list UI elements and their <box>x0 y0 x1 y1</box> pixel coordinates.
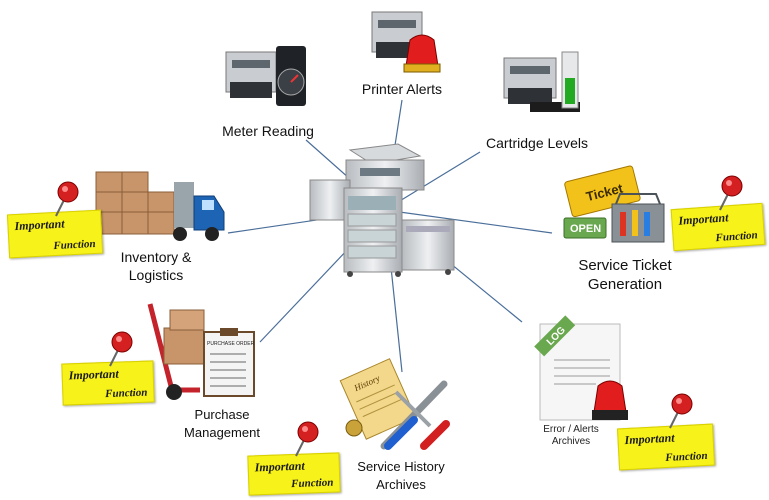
meter-printer-icon <box>225 46 306 106</box>
inventory-label: Inventory & Logistics <box>106 248 206 284</box>
meter-reading-label: Meter Reading <box>222 123 314 139</box>
service-history-label: Service History Archives <box>346 458 456 494</box>
history-scroll-tools-icon: History <box>339 358 450 450</box>
note-line2: Function <box>665 449 708 465</box>
service-history-label-line2: Archives <box>376 477 426 492</box>
service-history-node: History <box>326 358 456 452</box>
note-line2: Function <box>104 386 148 401</box>
cartridge-levels-node <box>500 48 586 118</box>
purchase-label: Purchase Management <box>172 406 272 442</box>
log-document-alarm-icon: LOG <box>534 315 628 421</box>
inventory-label-line1: Inventory & <box>120 249 192 265</box>
delivery-truck-icon <box>95 171 225 241</box>
printer-alerts-label: Printer Alerts <box>361 81 443 97</box>
push-pin-icon <box>669 393 693 429</box>
open-sign-text: OPEN <box>570 223 601 235</box>
purchase-node: PURCHASE ORDER <box>142 298 260 402</box>
error-archives-label-line2: Archives <box>551 436 591 447</box>
printer-alerts-node <box>366 4 442 76</box>
ticket-toolbox-icon: Ticket OPEN <box>563 165 665 243</box>
service-ticket-node: Ticket OPEN <box>560 164 668 248</box>
copier-icon <box>309 143 455 277</box>
error-archives-node: LOG <box>534 315 632 424</box>
note-line2: Function <box>53 237 96 253</box>
cartridge-printer-icon <box>503 51 580 112</box>
service-ticket-label-line2: Generation <box>587 276 663 293</box>
push-pin-icon <box>55 181 79 217</box>
note-line1: Important <box>254 458 305 475</box>
connector-service-ticket <box>384 209 553 234</box>
service-ticket-label: Service Ticket Generation <box>560 256 690 294</box>
push-pin-icon <box>109 331 133 367</box>
note-line2: Function <box>290 476 334 491</box>
service-history-label-line1: Service History <box>357 459 445 474</box>
note-line1: Important <box>624 430 675 448</box>
error-archives-label: Error / Alerts Archives <box>526 424 616 448</box>
purchase-label-line1: Purchase <box>194 407 250 422</box>
hand-truck-clipboard-icon: PURCHASE ORDER <box>147 303 255 400</box>
meter-reading-node <box>222 42 310 114</box>
error-archives-label-line1: Error / Alerts <box>543 424 599 435</box>
note-line2: Function <box>715 229 759 245</box>
clipboard-text: PURCHASE ORDER <box>207 341 255 347</box>
push-pin-icon <box>295 421 319 457</box>
center-copier <box>302 140 462 280</box>
push-pin-icon <box>719 175 743 211</box>
purchase-label-line2: Management <box>184 425 260 440</box>
inventory-node <box>95 168 228 244</box>
alert-printer-icon <box>371 11 441 73</box>
inventory-label-line2: Logistics <box>128 267 184 283</box>
cartridge-levels-label: Cartridge Levels <box>486 135 588 151</box>
service-ticket-label-line1: Service Ticket <box>578 257 672 274</box>
